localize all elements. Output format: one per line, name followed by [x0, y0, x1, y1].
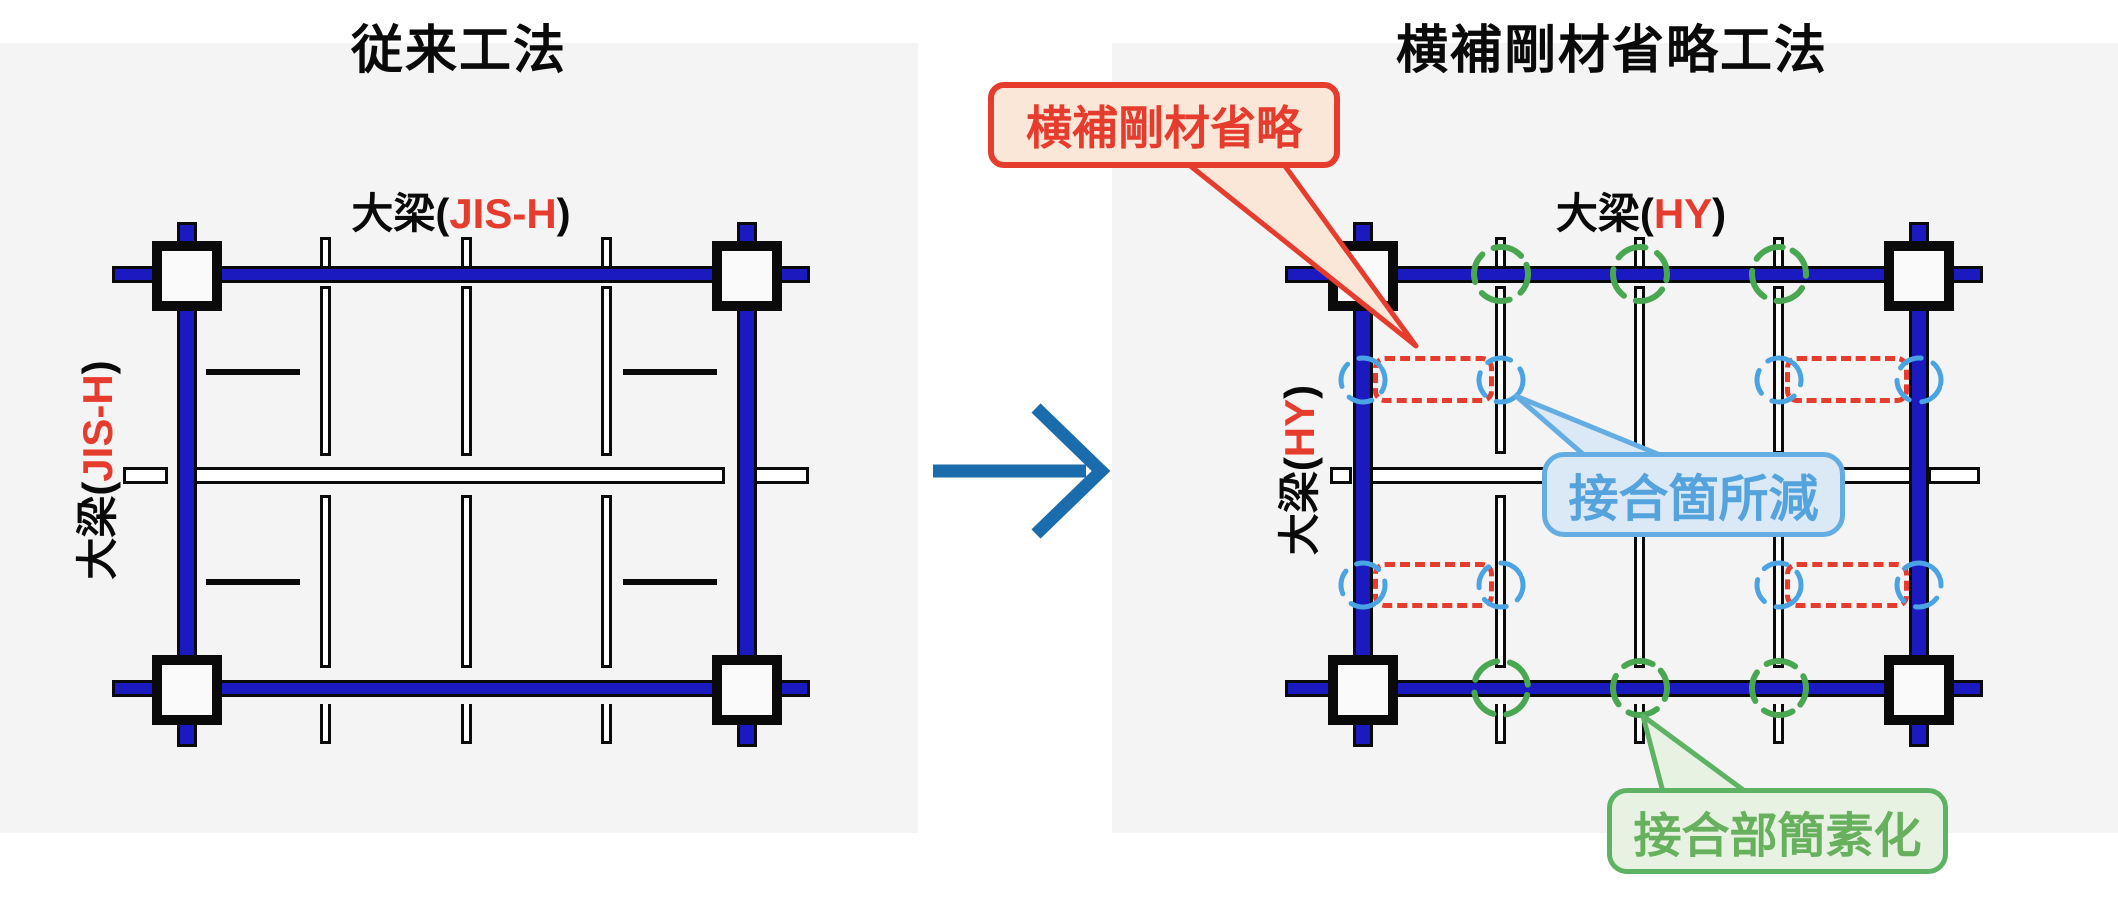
girder-type-accent: JIS-H	[74, 374, 121, 482]
column-bottom-left	[152, 655, 222, 725]
column-top-left	[152, 241, 222, 311]
girder-top	[112, 266, 810, 283]
transform-arrow-icon	[933, 403, 1111, 539]
omitted-stiffener-marker-icon	[1373, 356, 1494, 403]
callout-simplified: 接合部簡素化	[1607, 788, 1948, 874]
omitted-stiffener-marker-icon	[1785, 562, 1909, 608]
callout-fewer-joints-label: 接合箇所減	[1568, 470, 1819, 527]
callout-simplified-label: 接合部簡素化	[1633, 810, 1922, 863]
intermediate-beam-right-stub	[753, 467, 809, 484]
secondary-beam-lower	[1495, 495, 1506, 668]
left-method-title: 従来工法	[350, 22, 567, 80]
lateral-stiffener	[623, 579, 717, 585]
girder-label-suffix: )	[1276, 384, 1323, 399]
callout-omission-label: 横補剛材省略	[1026, 102, 1302, 154]
omitted-stiffener-marker-icon	[1785, 356, 1909, 403]
secondary-beam-bottom-stub	[1495, 704, 1506, 744]
intermediate-beam-right-stub	[1928, 467, 1980, 484]
callout-fewer-joints: 接合箇所減	[1542, 452, 1845, 537]
intermediate-beam-left-stub	[1330, 467, 1352, 484]
secondary-beam-upper	[320, 286, 331, 456]
girder-type-accent: HY	[1653, 190, 1713, 237]
secondary-beam-lower	[461, 495, 472, 668]
girder-label-prefix: 大梁(	[351, 190, 450, 237]
column-bottom-right	[712, 655, 782, 725]
girder-left	[177, 222, 197, 747]
column-bottom-left	[1328, 655, 1398, 725]
secondary-beam-bottom-stub	[1634, 704, 1645, 744]
girder-side-label-right: 大梁(HY)	[1276, 210, 1323, 730]
secondary-beam-upper	[1495, 286, 1506, 454]
secondary-beam-top-stub	[1773, 237, 1784, 266]
column-bottom-right	[1884, 655, 1954, 725]
girder-label-prefix: 大梁(	[1276, 457, 1323, 556]
secondary-beam-upper	[461, 286, 472, 456]
girder-right	[1909, 222, 1929, 747]
column-top-right	[1884, 241, 1954, 311]
secondary-beam-bottom-stub	[1773, 704, 1784, 744]
secondary-beam-upper	[601, 286, 612, 456]
girder-type-accent: HY	[1276, 398, 1323, 458]
secondary-beam-top-stub	[1634, 237, 1645, 266]
column-top-right	[712, 241, 782, 311]
intermediate-beam	[180, 467, 725, 484]
girder-right	[737, 222, 757, 747]
girder-label-prefix: 大梁(	[1555, 190, 1654, 237]
girder-top-label-right: 大梁(HY)	[1341, 180, 1941, 241]
omitted-stiffener-marker-icon	[1373, 562, 1494, 608]
column-top-left	[1328, 241, 1398, 311]
secondary-beam-lower	[601, 495, 612, 668]
intermediate-beam-left-stub	[123, 467, 168, 484]
girder-side-label-left: 大梁(JIS-H)	[74, 210, 121, 730]
lateral-stiffener	[206, 579, 300, 585]
secondary-beam-top-stub	[461, 237, 472, 266]
secondary-beam-top-stub	[1495, 237, 1506, 266]
secondary-beam-bottom-stub	[320, 704, 331, 744]
girder-label-suffix: )	[1712, 190, 1727, 237]
secondary-beam-top-stub	[320, 237, 331, 266]
callout-omission: 横補剛材省略	[988, 82, 1340, 168]
lateral-stiffener	[206, 369, 300, 375]
secondary-beam-bottom-stub	[601, 704, 612, 744]
girder-bottom	[112, 680, 810, 697]
girder-label-suffix: )	[74, 360, 121, 375]
right-method-title: 横補剛材省略工法	[1395, 22, 1828, 80]
girder-label-prefix: 大梁(	[74, 481, 121, 580]
secondary-beam-upper	[1634, 286, 1645, 454]
secondary-beam-lower	[320, 495, 331, 668]
secondary-beam-top-stub	[601, 237, 612, 266]
secondary-beam-bottom-stub	[461, 704, 472, 744]
girder-label-suffix: )	[556, 190, 571, 237]
girder-type-accent: JIS-H	[449, 190, 557, 237]
girder-top-label-left: 大梁(JIS-H)	[161, 180, 761, 241]
secondary-beam-upper	[1773, 286, 1784, 454]
lateral-stiffener	[623, 369, 717, 375]
